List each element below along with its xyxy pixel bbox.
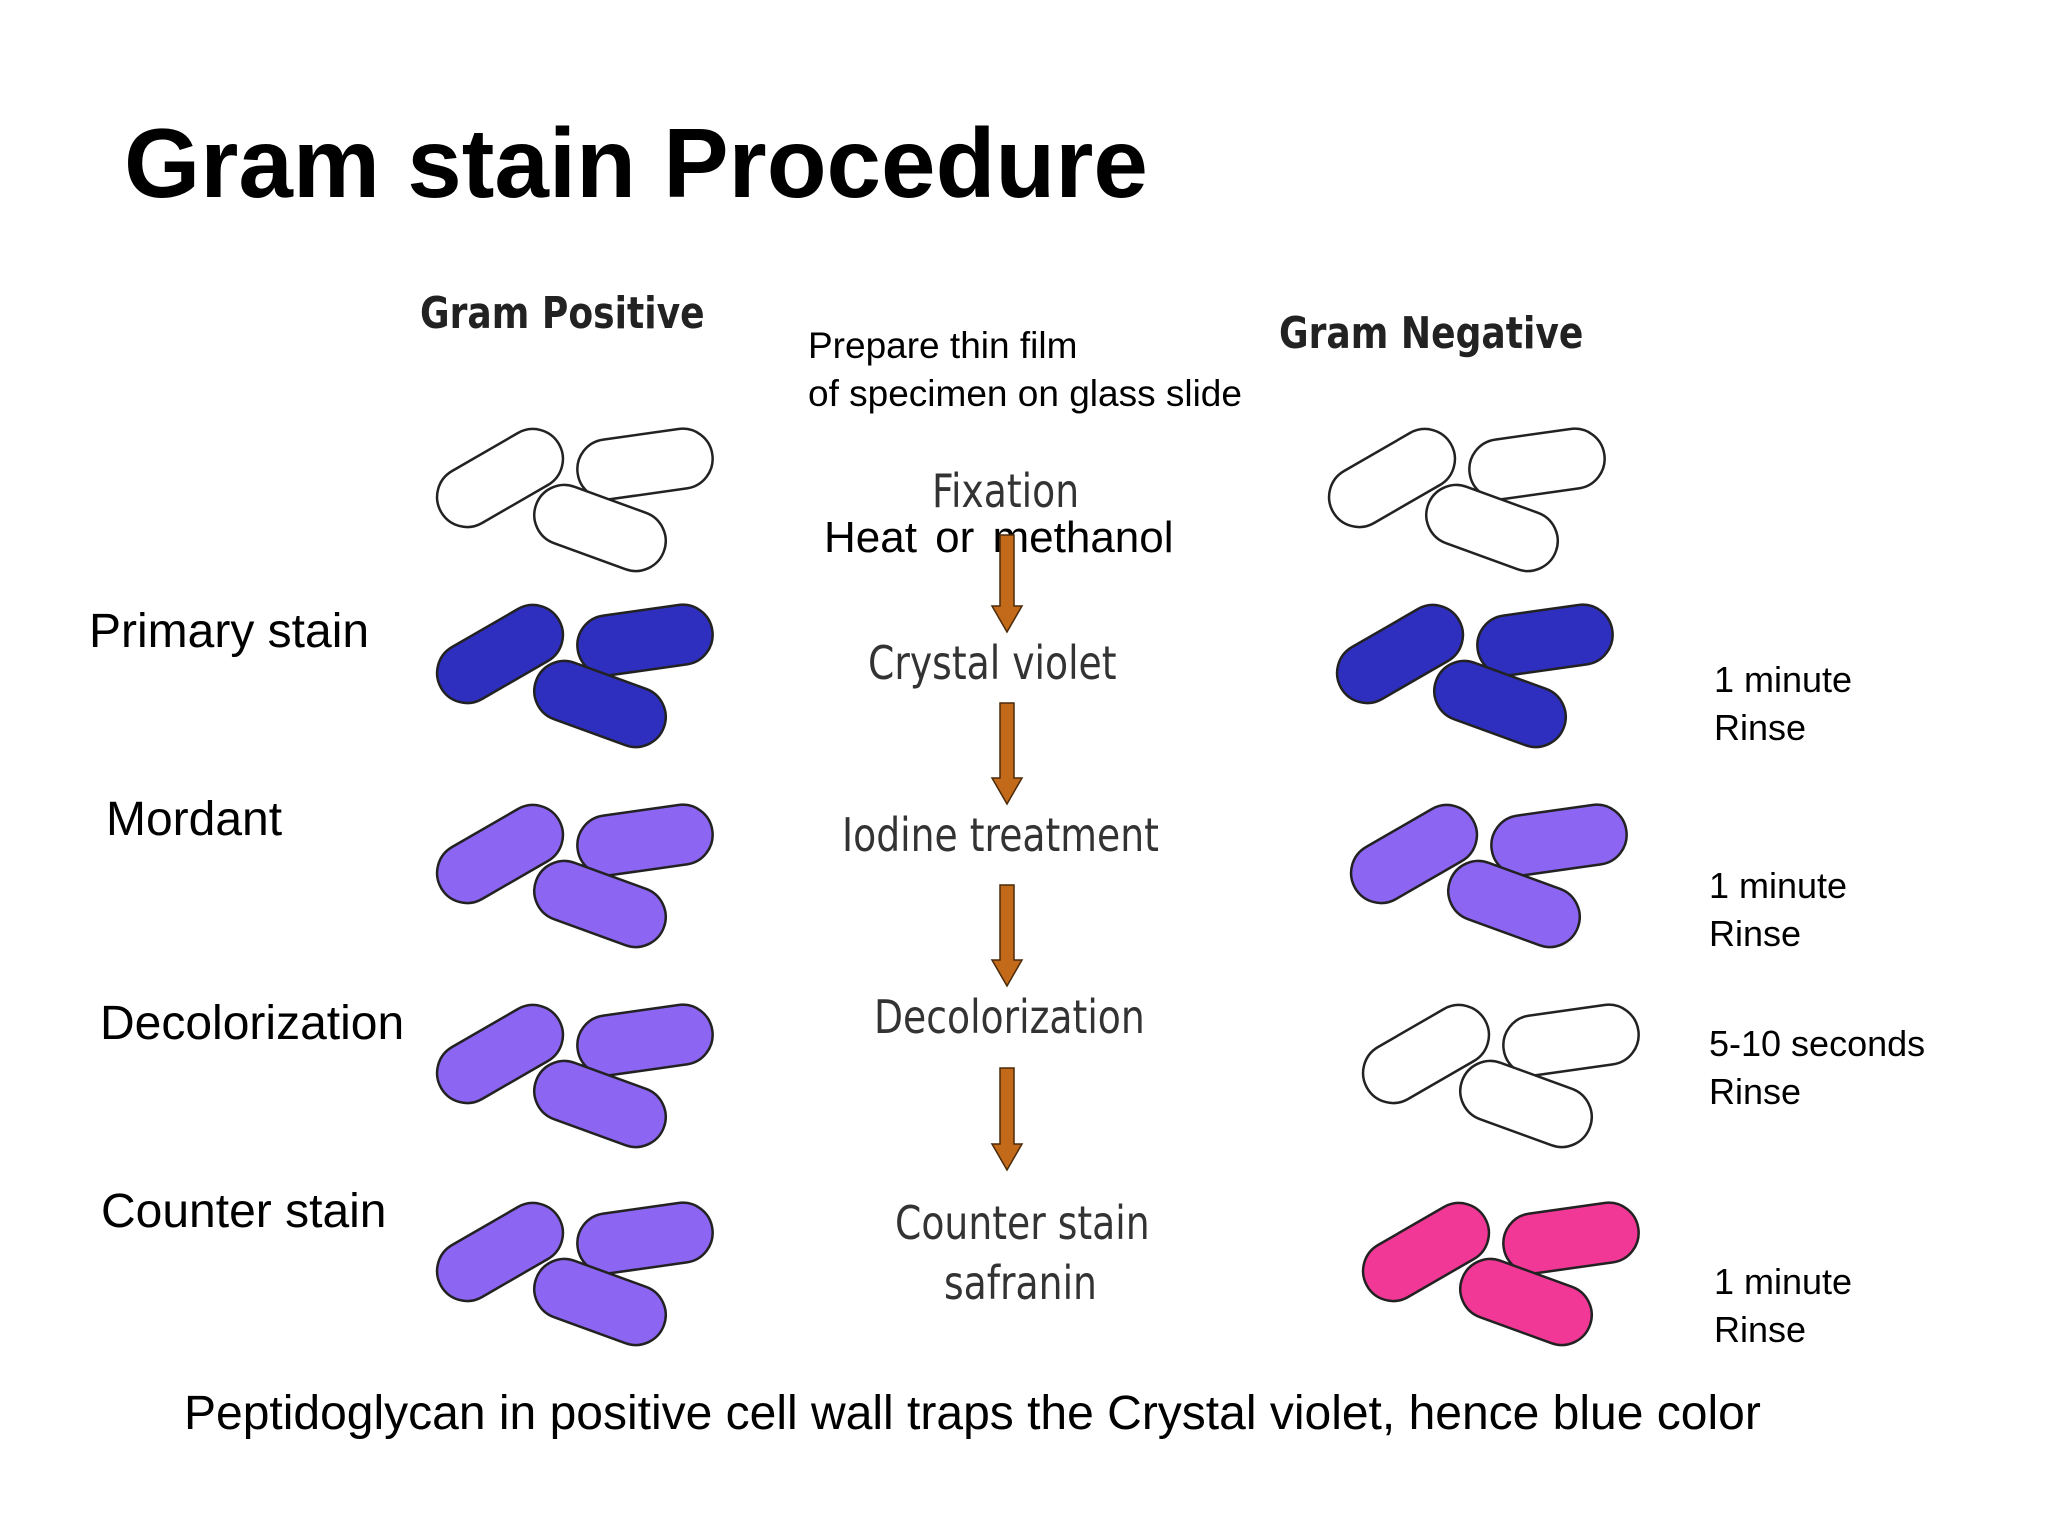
- bacterium-rod: [1502, 1003, 1640, 1077]
- gram-positive-cells-counter-stain: [435, 1201, 714, 1347]
- gram-positive-cells-decolorization: [435, 1003, 714, 1149]
- gram-positive-cells-mordant: [435, 803, 714, 949]
- process-arrow-1: [990, 534, 1024, 634]
- bacterium-rod: [533, 659, 667, 749]
- bacterium-rod: [533, 859, 667, 949]
- bacterium-rod: [1490, 803, 1628, 877]
- process-arrow-3: [990, 884, 1024, 988]
- bacterium-rod: [533, 1059, 667, 1149]
- step-label-decolorization: Decolorization: [100, 997, 405, 1050]
- gram-positive-cells-unstained: [435, 427, 714, 573]
- bacterium-rod: [1447, 859, 1581, 949]
- bacterium-rod: [1476, 603, 1614, 677]
- bacterium-rod: [1459, 1257, 1593, 1347]
- bacterium-rod: [576, 803, 714, 877]
- center-label-iodine: Iodine treatment: [842, 808, 1159, 862]
- step-label-counter-stain: Counter stain: [101, 1185, 387, 1238]
- gram-positive-heading: Gram Positive: [420, 288, 705, 339]
- step-rinse-decolorization: Rinse: [1709, 1071, 1802, 1112]
- fixation-label: Fixation: [932, 464, 1080, 518]
- step-rinse-mordant: Rinse: [1709, 913, 1802, 954]
- bacterium-rod: [576, 603, 714, 677]
- gram-negative-cells-unstained: [1327, 427, 1606, 573]
- bacterium-rod: [435, 427, 565, 529]
- step-rinse-counter: Rinse: [1714, 1309, 1807, 1350]
- bacterium-rod: [576, 1201, 714, 1275]
- fixation-method: Heat or methanol: [824, 513, 1174, 562]
- prepare-line-1: Prepare thin film: [808, 325, 1078, 366]
- process-arrow-2: [990, 702, 1024, 806]
- step-time-mordant: 1 minute: [1709, 865, 1848, 906]
- step-time-counter: 1 minute: [1714, 1261, 1853, 1302]
- bacterium-rod: [576, 1003, 714, 1077]
- bacterium-rod: [1335, 603, 1465, 705]
- bacterium-rod: [1468, 427, 1606, 501]
- bacterium-rod: [1361, 1003, 1491, 1105]
- bacterium-rod: [435, 803, 565, 905]
- slide-title: Gram stain Procedure: [124, 108, 1148, 218]
- bacterium-rod: [1425, 483, 1559, 573]
- gram-negative-cells-mordant: [1349, 803, 1628, 949]
- step-label-primary-stain: Primary stain: [89, 605, 370, 658]
- gram-negative-cells-decolorization: [1361, 1003, 1640, 1149]
- center-label-decolorization: Decolorization: [874, 990, 1145, 1044]
- step-time-primary: 1 minute: [1714, 659, 1853, 700]
- bacterium-rod: [1459, 1059, 1593, 1149]
- step-rinse-primary: Rinse: [1714, 707, 1807, 748]
- bacterium-rod: [435, 1201, 565, 1303]
- gram-negative-cells-counter-stain: [1361, 1201, 1640, 1347]
- bacterium-rod: [533, 483, 667, 573]
- bacterium-rod: [1361, 1201, 1491, 1303]
- prepare-line-2: of specimen on glass slide: [808, 373, 1242, 414]
- bacterium-rod: [1502, 1201, 1640, 1275]
- center-label-safranin: safranin: [944, 1256, 1097, 1310]
- gram-negative-cells-primary-stain: [1335, 603, 1614, 749]
- bacterium-rod: [435, 603, 565, 705]
- center-label-crystal-violet: Crystal violet: [868, 636, 1117, 690]
- bacterium-rod: [1433, 659, 1567, 749]
- bacterium-rod: [435, 1003, 565, 1105]
- bacterium-rod: [576, 427, 714, 501]
- bacterium-rod: [1327, 427, 1457, 529]
- footer-note: Peptidoglycan in positive cell wall trap…: [184, 1387, 1761, 1440]
- step-time-decolorization: 5-10 seconds: [1709, 1023, 1926, 1064]
- bacterium-rod: [533, 1257, 667, 1347]
- bacterium-rod: [1349, 803, 1479, 905]
- gram-negative-heading: Gram Negative: [1279, 308, 1584, 359]
- gram-positive-cells-primary-stain: [435, 603, 714, 749]
- step-label-mordant: Mordant: [106, 793, 283, 846]
- process-arrow-4: [990, 1067, 1024, 1172]
- center-label-counter-stain: Counter stain: [895, 1196, 1150, 1250]
